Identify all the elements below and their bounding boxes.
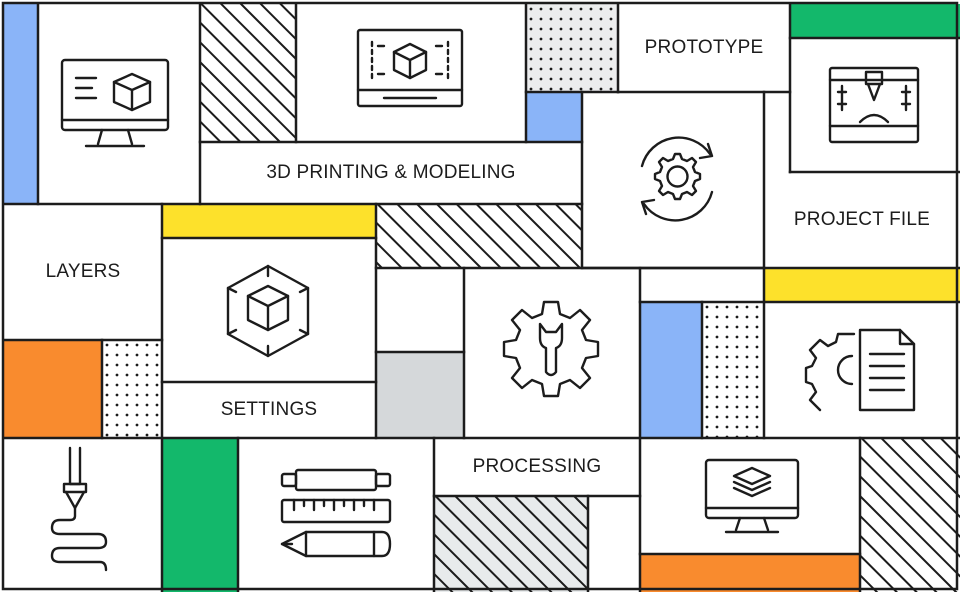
orange-block	[4, 340, 102, 438]
3d-printer-icon	[826, 66, 922, 146]
monitor-cube-icon	[58, 56, 172, 152]
blue-block	[4, 4, 38, 204]
gear-document-icon	[804, 326, 918, 412]
project-file-label: PROJECT FILE	[793, 209, 931, 230]
orange-block	[640, 554, 860, 592]
printing-modeling-label: 3D PRINTING & MODELING	[266, 162, 516, 183]
gear-wrench-icon	[496, 296, 606, 406]
dotted-block	[702, 302, 764, 438]
blue-block	[640, 302, 702, 438]
cube-frame-icon	[220, 262, 316, 358]
processing-label: PROCESSING	[472, 456, 602, 477]
blue-block	[526, 92, 582, 142]
yellow-block	[162, 204, 376, 238]
gear-refresh-icon	[620, 126, 730, 236]
yellow-block	[764, 268, 960, 302]
green-block	[162, 438, 238, 592]
drafting-tools-icon	[278, 468, 394, 560]
layers-label: LAYERS	[45, 261, 121, 282]
settings-label: SETTINGS	[220, 399, 318, 420]
dotted-block	[526, 4, 618, 92]
prototype-label: PROTOTYPE	[644, 37, 764, 58]
hatch-block	[860, 438, 960, 592]
printer-nozzle-filament-icon	[46, 446, 114, 576]
green-block	[790, 4, 960, 38]
hatch-block	[376, 204, 582, 268]
hatch-block	[200, 4, 296, 142]
hatch-gray-block	[434, 496, 588, 592]
blueprint-cube-icon	[354, 28, 466, 116]
gray-block	[376, 352, 464, 438]
monitor-layers-icon	[702, 456, 802, 538]
dotted-block	[102, 340, 162, 438]
